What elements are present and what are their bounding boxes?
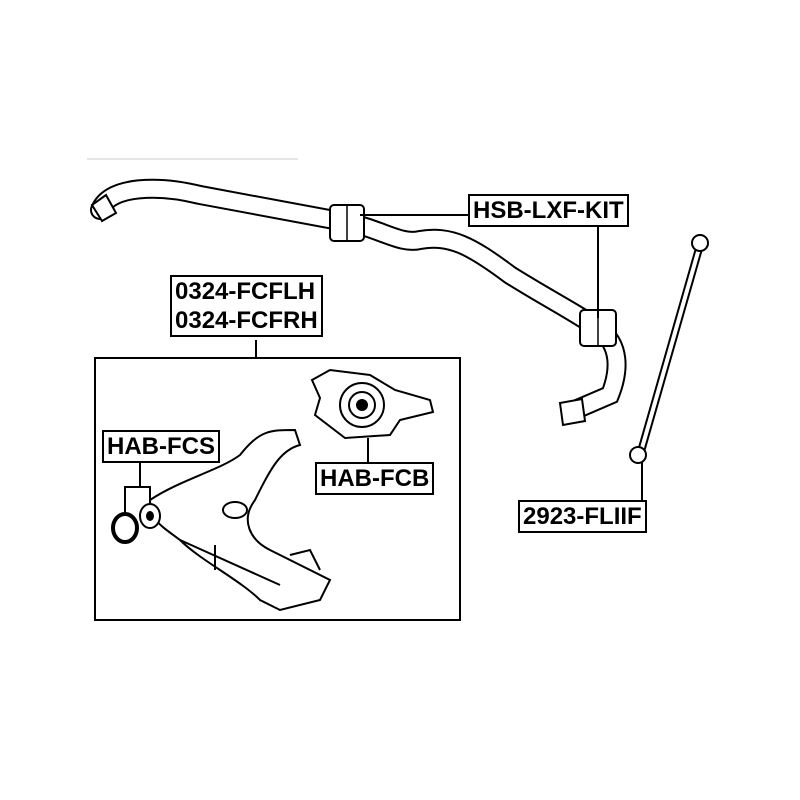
part-number: 2923-FLIIF (523, 503, 642, 530)
label-hab-fcb: HAB-FCB (315, 462, 435, 495)
stabilizer-bushing-upper (329, 204, 365, 242)
part-number: HSB-LXF-KIT (473, 197, 624, 224)
part-number: 0324-FCFRH (175, 307, 318, 334)
part-number: HAB-FCS (107, 433, 215, 460)
big-bushing (310, 368, 435, 440)
control-arm-inset-box (94, 357, 461, 621)
label-hab-fcs: HAB-FCS (102, 430, 220, 463)
label-control-arm: 0324-FCFLH 0324-FCFRH (170, 275, 323, 337)
part-number: 0324-FCFLH (175, 278, 316, 305)
control-arm (148, 428, 332, 612)
label-2923-fliif: 2923-FLIIF (518, 500, 647, 533)
small-bushing (111, 503, 161, 544)
label-hsb-lxf-kit: HSB-LXF-KIT (468, 194, 629, 227)
stabilizer-link (629, 234, 709, 464)
part-number: HAB-FCB (320, 465, 430, 492)
